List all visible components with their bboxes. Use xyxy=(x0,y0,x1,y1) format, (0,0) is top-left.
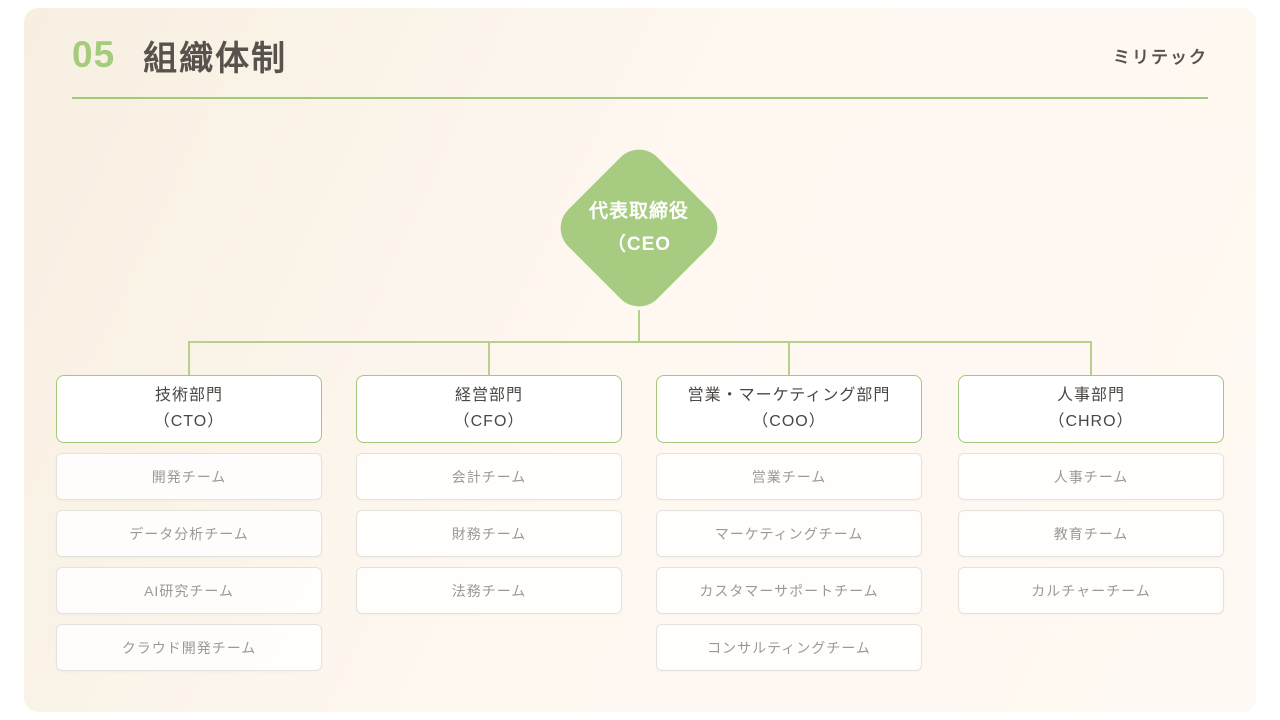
ceo-node: 代表取締役 （CEO xyxy=(546,165,732,291)
department-name: 技術部門 xyxy=(154,386,223,404)
team-box: 開発チーム xyxy=(56,453,322,500)
department-role: （COO） xyxy=(752,413,826,430)
department-role: （CTO） xyxy=(153,413,225,430)
header-divider xyxy=(72,97,1208,99)
connector-drop-4 xyxy=(1090,341,1092,375)
team-box: マーケティングチーム xyxy=(656,510,922,557)
team-box: 法務チーム xyxy=(356,567,622,614)
team-box: 人事チーム xyxy=(958,453,1224,500)
department-role: （CHRO） xyxy=(1048,413,1134,430)
connector-root-vertical xyxy=(638,310,640,342)
department-column-1: 技術部門 （CTO） 開発チームデータ分析チーム AI研究チームクラウド開発チーム xyxy=(56,375,322,671)
team-box: 営業チーム xyxy=(656,453,922,500)
department-box: 営業・マーケティング部門 （COO） xyxy=(656,375,922,443)
team-box: データ分析チーム xyxy=(56,510,322,557)
brand-name: ミリテック xyxy=(1113,47,1208,67)
connector-drop-1 xyxy=(188,341,190,375)
department-column-2: 経営部門 （CFO） 会計チーム財務チーム法務チーム xyxy=(356,375,622,614)
team-box: AI研究チーム xyxy=(56,567,322,614)
connector-horizontal xyxy=(189,341,1091,343)
section-number: 05 xyxy=(72,34,116,75)
team-box: 財務チーム xyxy=(356,510,622,557)
department-name: 人事部門 xyxy=(1056,386,1125,404)
department-box: 技術部門 （CTO） xyxy=(56,375,322,443)
department-role: （CFO） xyxy=(453,413,525,430)
department-name: 経営部門 xyxy=(454,386,523,404)
team-box: クラウド開発チーム xyxy=(56,624,322,671)
team-box: カスタマーサポートチーム xyxy=(656,567,922,614)
ceo-subtitle: （CEO xyxy=(606,234,672,255)
team-box: 教育チーム xyxy=(958,510,1224,557)
connector-drop-2 xyxy=(488,341,490,375)
department-column-4: 人事部門 （CHRO） 人事チーム教育チームカルチャーチーム xyxy=(958,375,1224,614)
team-box: 会計チーム xyxy=(356,453,622,500)
department-box: 経営部門 （CFO） xyxy=(356,375,622,443)
slide-header: 05 組織体制 ミリテック xyxy=(72,34,1208,78)
department-box: 人事部門 （CHRO） xyxy=(958,375,1224,443)
ceo-title: 代表取締役 xyxy=(588,200,689,222)
department-name: 営業・マーケティング部門 xyxy=(687,386,891,404)
team-box: コンサルティングチーム xyxy=(656,624,922,671)
page-title: 組織体制 xyxy=(143,39,288,78)
department-column-3: 営業・マーケティング部門 （COO） 営業チームマーケティングチームカスタマーサポー… xyxy=(656,375,922,671)
connector-drop-3 xyxy=(788,341,790,375)
team-box: カルチャーチーム xyxy=(958,567,1224,614)
